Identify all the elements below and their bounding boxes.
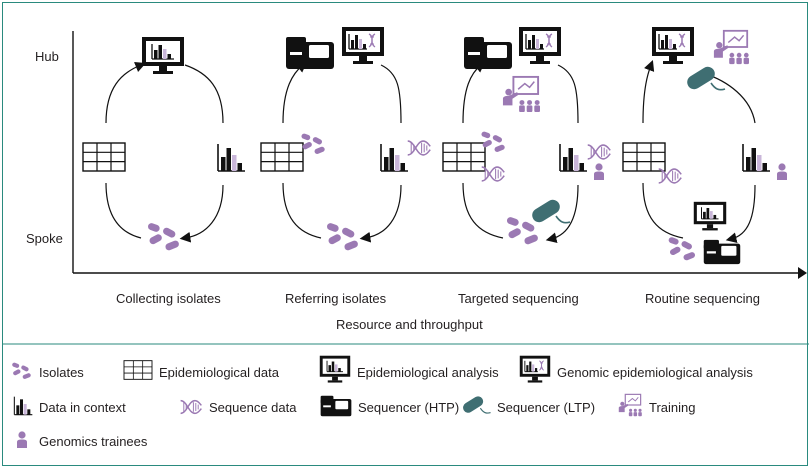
- legend-item-training: Training: [618, 393, 695, 417]
- cycle-arc-right-top: [184, 64, 224, 124]
- legend-label: Genomics trainees: [39, 434, 148, 449]
- stage-label-collecting: Collecting isolates: [116, 291, 221, 306]
- sequencer-htp-icon: [286, 37, 334, 69]
- cycle-arrow-left-up: [462, 61, 486, 124]
- legend-label: Epidemiological analysis: [357, 365, 499, 380]
- legend-item-sequencer-ltp: Sequencer (LTP): [460, 395, 595, 416]
- axes: Hub Spoke Resource and throughput: [26, 31, 807, 332]
- sequencer-htp-icon: [320, 395, 352, 417]
- legend-item-genomic-epidemiological-analysis: Genomic epidemiological analysis: [519, 355, 753, 384]
- figure-frame: Hub Spoke Resource and throughput Collec…: [2, 2, 809, 466]
- sequence-data-icon: [406, 140, 432, 156]
- legend-label: Data in context: [39, 400, 126, 415]
- cycle-arc-left-bottom: [105, 182, 142, 239]
- genomics-trainees-icon: [594, 163, 604, 180]
- legend-item-isolates: Isolates: [11, 362, 84, 380]
- cycle-arc-right-top: [702, 72, 756, 124]
- sequencer-htp-icon: [464, 37, 512, 69]
- stage-referring-isolates: Referring isolates: [260, 26, 432, 306]
- isolates-icon: [667, 236, 696, 262]
- data-in-context-icon: [217, 143, 246, 172]
- y-label-spoke: Spoke: [26, 231, 63, 246]
- sequence-data-icon: [657, 168, 683, 184]
- genomic-epidemiological-analysis-icon: [519, 355, 551, 384]
- sequence-data-icon: [179, 399, 203, 415]
- cycle-arc-left-bottom: [282, 182, 322, 239]
- legend-label: Sequencer (LTP): [497, 400, 595, 415]
- isolates-icon: [505, 216, 539, 246]
- data-in-context-icon: [559, 143, 588, 172]
- legend-item-epidemiological-analysis: Epidemiological analysis: [319, 355, 499, 384]
- x-axis-title: Resource and throughput: [336, 317, 483, 332]
- training-icon: [618, 393, 643, 417]
- stage-targeted-sequencing: Targeted sequencing: [442, 26, 612, 306]
- sequence-data-icon: [586, 144, 612, 160]
- stage-label-referring: Referring isolates: [285, 291, 387, 306]
- epidemiological-analysis-icon: [141, 36, 185, 75]
- cycle-arc-right-top: [557, 64, 579, 124]
- legend-item-epidemiological-data: Epidemiological data: [123, 360, 280, 380]
- legend-label: Sequencer (HTP): [358, 400, 459, 415]
- genomics-trainees-icon: [17, 431, 27, 448]
- cycle-arrow-right-down: [179, 184, 224, 243]
- legend-label: Genomic epidemiological analysis: [557, 365, 753, 380]
- legend-label: Epidemiological data: [159, 365, 280, 380]
- y-label-hub: Hub: [35, 49, 59, 64]
- genomic-epidemiological-analysis-icon: [651, 26, 695, 65]
- data-in-context-icon: [13, 396, 33, 416]
- cycle-arc-left-bottom: [462, 182, 504, 239]
- cycle-arc-right-top: [380, 64, 402, 124]
- x-axis-arrow-icon: [798, 267, 807, 279]
- epidemiological-data-icon: [260, 142, 304, 172]
- sequencer-ltp-icon: [683, 65, 726, 93]
- genomic-epidemiological-analysis-icon: [518, 26, 562, 65]
- genomic-epidemiological-analysis-icon: [341, 26, 385, 65]
- data-in-context-icon: [742, 143, 771, 172]
- data-in-context-icon: [380, 143, 409, 172]
- isolates-icon: [325, 222, 359, 252]
- legend-label: Sequence data: [209, 400, 297, 415]
- stage-label-targeted: Targeted sequencing: [458, 291, 579, 306]
- cycle-arrow-left-up: [282, 61, 308, 124]
- epidemiological-data-icon: [82, 142, 126, 172]
- sequencer-ltp-icon: [528, 198, 571, 226]
- isolates-icon: [146, 222, 180, 252]
- isolates-icon: [300, 132, 326, 155]
- diagram-canvas: Hub Spoke Resource and throughput Collec…: [3, 26, 809, 449]
- legend-item-sequence-data: Sequence data: [179, 399, 297, 415]
- legend-label: Isolates: [39, 365, 84, 380]
- legend: Isolates Epidemiological data Epidemiolo…: [11, 355, 753, 449]
- legend-item-sequencer-htp: Sequencer (HTP): [320, 395, 459, 417]
- sequencer-htp-icon: [703, 239, 741, 265]
- epidemiological-analysis-icon: [319, 355, 351, 384]
- cycle-arrow-right-down: [359, 184, 402, 243]
- stage-label-routine: Routine sequencing: [645, 291, 760, 306]
- sequencer-ltp-icon: [460, 395, 492, 416]
- legend-label: Training: [649, 400, 695, 415]
- cycle-arrow-right-down: [725, 184, 756, 244]
- stage-collecting-isolates: Collecting isolates: [82, 36, 246, 306]
- epidemiological-analysis-icon: [693, 201, 727, 231]
- epidemiological-data-icon: [123, 360, 153, 380]
- cycle-arc-left-bottom: [642, 182, 684, 239]
- isolates-icon: [11, 362, 32, 380]
- epidemiological-data-icon: [622, 142, 666, 172]
- epidemiological-data-icon: [442, 142, 486, 172]
- sequence-data-icon: [480, 166, 506, 182]
- training-icon: [712, 29, 750, 65]
- cycle-arrow-right-down: [545, 184, 579, 244]
- stage-routine-sequencing: Routine sequencing: [622, 26, 787, 306]
- legend-item-genomics-trainees: Genomics trainees: [17, 431, 148, 449]
- cycle-arrow-left-up: [642, 59, 655, 124]
- genomics-trainees-icon: [777, 163, 787, 180]
- cycle-arrow-left-up: [105, 61, 147, 124]
- legend-item-data-in-context: Data in context: [13, 396, 126, 416]
- training-icon: [501, 75, 541, 113]
